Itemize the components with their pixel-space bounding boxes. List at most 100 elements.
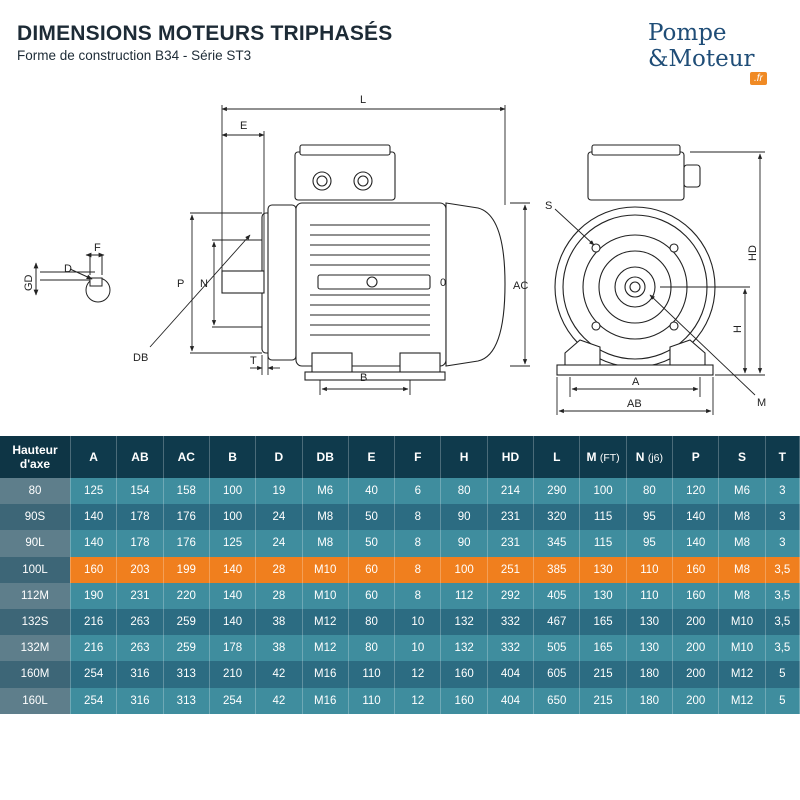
table-cell: M16 — [302, 687, 349, 714]
table-cell: 160 — [672, 582, 720, 609]
table-cell: 80 — [348, 635, 396, 662]
table-cell: 140 — [70, 530, 118, 557]
table-cell: 231 — [116, 582, 164, 609]
table-cell: 132 — [440, 635, 488, 662]
label-e: E — [240, 120, 247, 132]
table-cell: M12 — [302, 635, 349, 662]
table-cell: 110 — [626, 556, 674, 583]
table-cell: 254 — [70, 687, 118, 714]
table-cell: 160 — [672, 556, 720, 583]
table-cell: M10 — [302, 556, 349, 583]
table-cell: 200 — [672, 661, 720, 688]
table-cell: 140 — [672, 530, 720, 557]
table-cell: 80 — [626, 478, 674, 505]
table-cell: 154 — [116, 478, 164, 505]
table-cell: 231 — [487, 504, 535, 531]
table-cell: 50 — [348, 504, 396, 531]
label-d: D — [64, 263, 72, 275]
table-cell: 130 — [579, 582, 627, 609]
table-cell: 95 — [626, 504, 674, 531]
table-cell: 112 — [440, 582, 488, 609]
column-header: HD — [487, 436, 535, 478]
column-header: E — [348, 436, 396, 478]
table-cell: 320 — [533, 504, 581, 531]
logo-word-pompe: Pompe — [648, 20, 727, 46]
table-cell: 160 — [440, 661, 488, 688]
table-cell: 60 — [348, 556, 396, 583]
table-cell: 216 — [70, 635, 118, 662]
label-hd: HD — [747, 245, 759, 261]
table-cell: 216 — [70, 608, 118, 636]
column-header: M (FT) — [579, 436, 627, 478]
table-cell: 125 — [209, 530, 257, 557]
brand-logo[interactable]: Pompe &Moteur .fr — [640, 20, 790, 100]
label-h: H — [732, 325, 744, 333]
row-axis-height: 90L — [0, 530, 71, 557]
table-cell: 200 — [672, 608, 720, 636]
table-cell: 467 — [533, 608, 581, 636]
table-cell: 385 — [533, 556, 581, 583]
motor-front-view — [554, 144, 716, 376]
table-cell: 263 — [116, 635, 164, 662]
label-p: P — [177, 278, 184, 290]
label-ac: AC — [513, 280, 528, 292]
table-cell: M8 — [718, 556, 766, 583]
column-header: L — [533, 436, 581, 478]
table-cell: 214 — [487, 478, 535, 505]
column-header: B — [209, 436, 257, 478]
row-axis-height: 160L — [0, 687, 71, 714]
table-cell: 254 — [209, 687, 257, 714]
table-cell: 313 — [163, 661, 210, 688]
row-axis-height: 160M — [0, 661, 71, 688]
table-cell: 24 — [255, 530, 303, 557]
table-cell: 3,5 — [765, 582, 800, 609]
table-cell: 140 — [70, 504, 118, 531]
table-cell: 10 — [394, 608, 442, 636]
column-header: F — [394, 436, 442, 478]
label-l: L — [360, 94, 366, 106]
table-cell: 176 — [163, 504, 210, 531]
table-cell: 140 — [209, 582, 257, 609]
table-cell: 3 — [765, 478, 800, 505]
table-cell: M6 — [718, 478, 766, 505]
table-cell: 404 — [487, 687, 535, 714]
column-header: H — [440, 436, 488, 478]
table-cell: 28 — [255, 556, 303, 583]
table-cell: 605 — [533, 661, 581, 688]
table-cell: M12 — [718, 661, 766, 688]
table-cell: M8 — [302, 530, 349, 557]
column-header: AC — [163, 436, 210, 478]
table-cell: 178 — [209, 635, 257, 662]
table-cell: 332 — [487, 608, 535, 636]
table-cell: 6 — [394, 478, 442, 505]
column-header: AB — [116, 436, 164, 478]
table-cell: 650 — [533, 687, 581, 714]
table-cell: 180 — [626, 661, 674, 688]
table-cell: 100 — [440, 556, 488, 583]
shaft-key-detail — [33, 252, 111, 303]
table-cell: 200 — [672, 635, 720, 662]
table-cell: 259 — [163, 635, 210, 662]
table-cell: M8 — [718, 530, 766, 557]
table-cell: 316 — [116, 661, 164, 688]
table-cell: 5 — [765, 661, 800, 688]
page-title: DIMENSIONS MOTEURS TRIPHASÉS — [17, 22, 393, 45]
table-cell: 19 — [255, 478, 303, 505]
label-db: DB — [133, 352, 148, 364]
column-header: A — [70, 436, 118, 478]
table-cell: 3 — [765, 530, 800, 557]
table-cell: 505 — [533, 635, 581, 662]
table-cell: 90 — [440, 530, 488, 557]
table-cell: 130 — [626, 608, 674, 636]
label-gd: GD — [23, 274, 35, 291]
table-cell: M12 — [302, 608, 349, 636]
table-cell: 254 — [70, 661, 118, 688]
table-cell: 8 — [394, 556, 442, 583]
table-cell: 178 — [116, 504, 164, 531]
